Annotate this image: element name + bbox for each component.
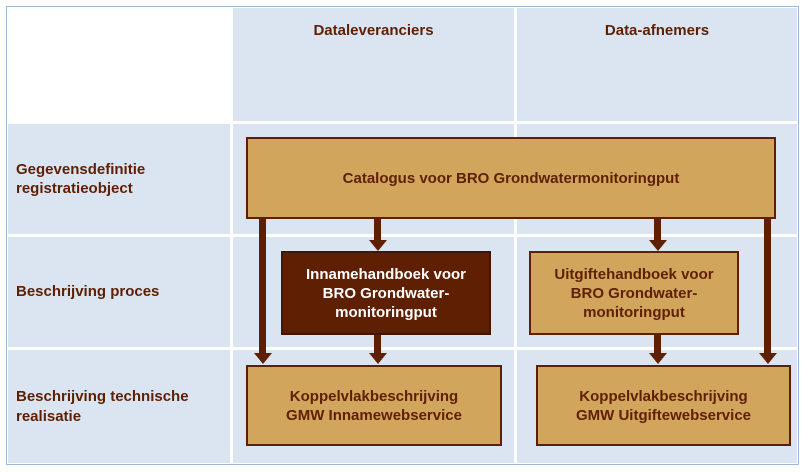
box-koppelvlak-inname-line: Koppelvlakbeschrijving [289, 387, 459, 405]
arrow-catalogus-to-inname-handboek [374, 219, 381, 240]
row-label-text: Beschrijving proces [16, 283, 160, 301]
arrow-catalogus-to-uitgifte-koppelvlak [764, 219, 771, 353]
box-koppelvlak-uitgifte: Koppelvlakbeschrijving GMW Uitgiftewebse… [536, 365, 791, 446]
row-label-text: Gegevensdefinitie registratieobject [16, 160, 146, 198]
box-innamehandboek-line: BRO Grondwater- [322, 284, 450, 302]
box-uitgiftehandboek: Uitgiftehandboek voor BRO Grondwater- mo… [529, 251, 739, 335]
box-innamehandboek-line: monitoringput [335, 303, 437, 321]
arrow-catalogus-to-uitgifte-handboek [654, 219, 661, 240]
column-header-data-afnemers: Data-afnemers [517, 8, 797, 121]
row-label-gegevensdefinitie: Gegevensdefinitie registratieobject [8, 124, 230, 234]
box-koppelvlak-uitgifte-line: GMW Uitgiftewebservice [575, 406, 752, 424]
box-koppelvlak-uitgifte-line: Koppelvlakbeschrijving [579, 387, 748, 405]
arrow-catalogus-to-inname-koppelvlak [259, 219, 266, 353]
box-uitgiftehandboek-line: BRO Grondwater- [570, 284, 698, 302]
box-uitgiftehandboek-line: monitoringput [583, 303, 685, 321]
box-koppelvlak-inname: Koppelvlakbeschrijving GMW Innamewebserv… [246, 365, 502, 446]
column-header-label: Data-afnemers [604, 22, 710, 39]
box-innamehandboek-line: Innamehandboek voor [305, 265, 467, 283]
column-header-dataleveranciers: Dataleveranciers [233, 8, 514, 121]
column-header-label: Dataleveranciers [313, 22, 434, 39]
row-label-technische-realisatie: Beschrijving technische realisatie [8, 350, 230, 463]
box-catalogus: Catalogus voor BRO Grondwatermonitoringp… [246, 137, 776, 219]
box-uitgiftehandboek-line: Uitgiftehandboek voor [554, 265, 714, 283]
arrow-uitgifte-handboek-to-koppelvlak [654, 335, 661, 353]
box-innamehandboek: Innamehandboek voor BRO Grondwater- moni… [281, 251, 491, 335]
box-catalogus-label: Catalogus voor BRO Grondwatermonitoringp… [342, 169, 680, 187]
arrow-inname-handboek-to-koppelvlak [374, 335, 381, 353]
row-label-beschrijving-proces: Beschrijving proces [8, 237, 230, 347]
box-koppelvlak-inname-line: GMW Innamewebservice [286, 406, 462, 424]
row-label-text: Beschrijving technische realisatie [16, 388, 189, 425]
